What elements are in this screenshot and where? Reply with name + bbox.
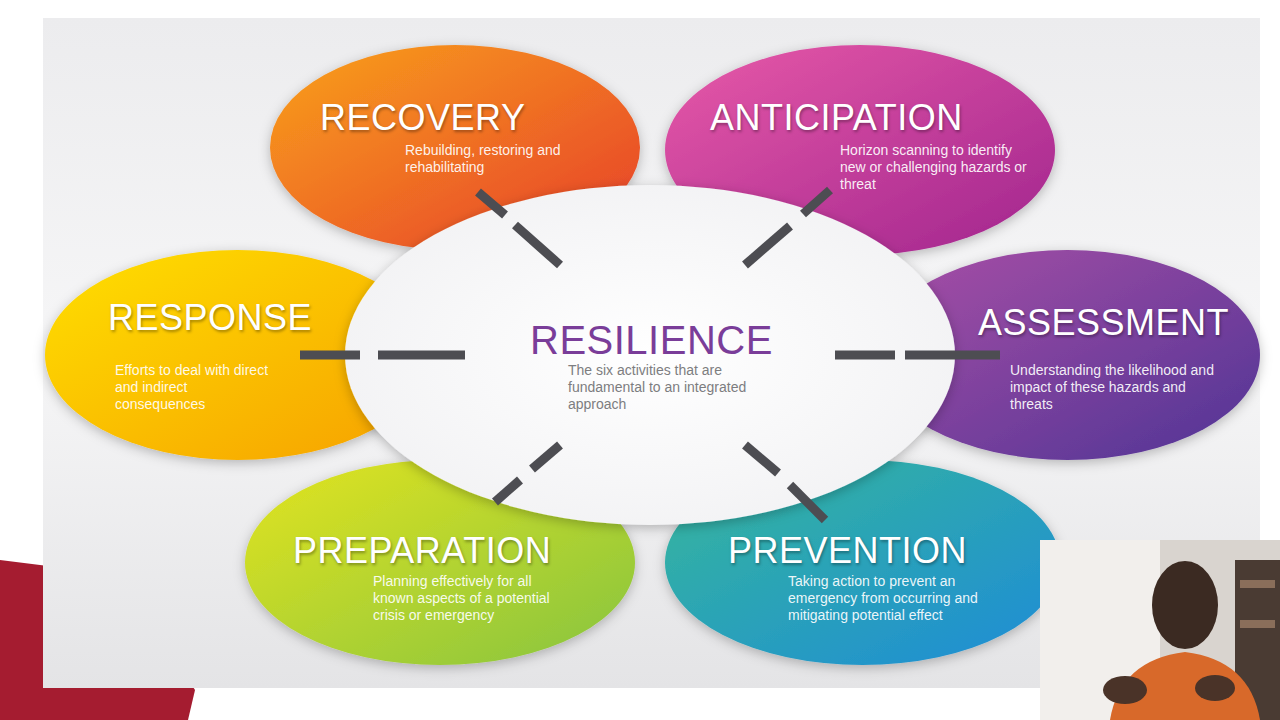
activity-description: Rebuilding, restoring and rehabilitating xyxy=(405,142,585,176)
tab xyxy=(905,351,1000,360)
activity-description: Horizon scanning to identify new or chal… xyxy=(840,142,1030,193)
petal-ellipse xyxy=(245,460,635,665)
petal-ellipse xyxy=(665,460,1060,665)
activity-heading: RECOVERY xyxy=(320,100,525,136)
tab xyxy=(835,351,895,360)
activity-description: Understanding the likelihood and impact … xyxy=(1010,362,1215,413)
activity-description: Efforts to deal with direct and indirect… xyxy=(115,362,280,413)
tab xyxy=(532,445,560,469)
petal-ellipse xyxy=(270,45,640,250)
activity-description: The six activities that are fundamental … xyxy=(568,362,753,413)
ring-disc xyxy=(345,185,955,525)
book-row xyxy=(1240,580,1275,588)
tab xyxy=(378,351,465,360)
activity-description: Planning effectively for all known aspec… xyxy=(373,573,563,624)
tab xyxy=(495,480,520,502)
tab xyxy=(300,351,360,360)
person-head xyxy=(1152,561,1218,649)
activity-heading: ANTICIPATION xyxy=(710,100,963,136)
activity-heading: PREPARATION xyxy=(293,533,551,569)
activity-heading: PREVENTION xyxy=(728,533,967,569)
tab xyxy=(515,225,560,265)
wall-light xyxy=(1040,540,1160,720)
tab xyxy=(745,445,778,473)
petal-ellipse xyxy=(875,250,1260,460)
petal-ellipse xyxy=(665,45,1055,255)
activity-description: Taking action to prevent an emergency fr… xyxy=(788,573,988,624)
activity-heading: ASSESSMENT xyxy=(978,305,1229,341)
tab xyxy=(745,226,790,265)
person-hand xyxy=(1103,676,1147,704)
center-disc xyxy=(497,288,800,445)
book-row xyxy=(1240,620,1275,628)
person-hand xyxy=(1195,675,1235,701)
petal-ellipse xyxy=(45,250,430,460)
activity-heading: RESPONSE xyxy=(108,300,312,336)
webcam-frame xyxy=(1040,540,1280,720)
activity-heading: RESILIENCE xyxy=(530,320,773,360)
